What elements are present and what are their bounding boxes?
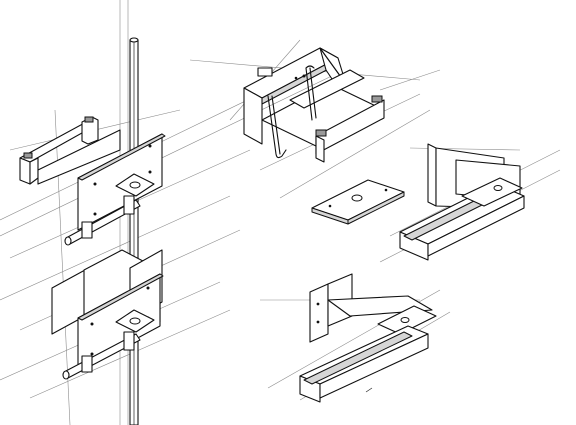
channel-bracket-lower <box>299 273 437 403</box>
vertical-mast <box>129 37 139 425</box>
standoff-bracket-with-hooks <box>243 47 385 163</box>
channel-bracket-upper <box>399 143 525 261</box>
upper-bracket <box>19 116 166 246</box>
flat-plate <box>311 179 405 225</box>
lower-bracket <box>51 249 164 380</box>
